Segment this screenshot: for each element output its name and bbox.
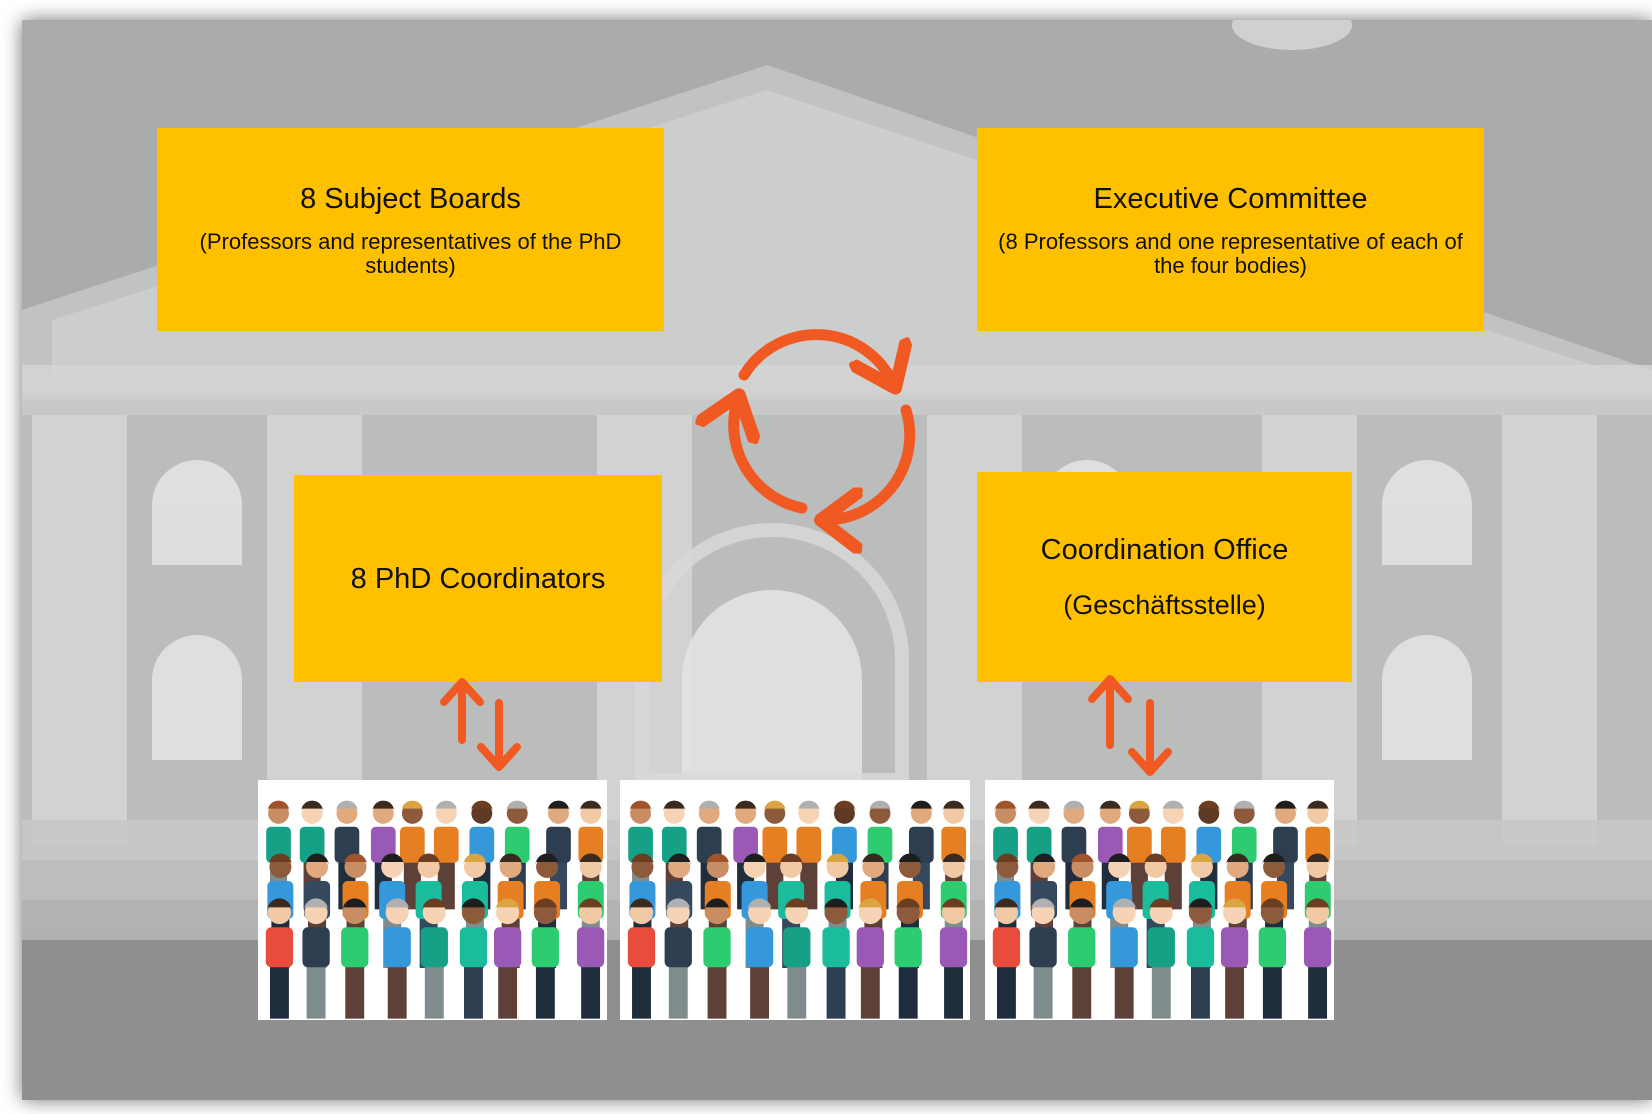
diagram-frame: 8 Subject Boards (Professors and represe… (22, 20, 1652, 1100)
person-figure (1258, 898, 1287, 1019)
person-figure (400, 800, 425, 910)
subject-boards-title: 8 Subject Boards (300, 182, 521, 215)
person-figure (1186, 898, 1215, 1019)
cycle-arrows-icon (734, 329, 916, 520)
person-figure (745, 898, 774, 1019)
person-figure (796, 800, 822, 910)
phd-coordinators-box: 8 PhD Coordinators (294, 475, 662, 682)
subject-boards-box: 8 Subject Boards (Professors and represe… (157, 128, 664, 331)
person-figure (664, 898, 692, 1019)
crowd-illustration (620, 780, 970, 1020)
person-figure (383, 898, 411, 1019)
coordination-office-title: Coordination Office (1040, 534, 1289, 566)
person-figure (1147, 898, 1175, 1019)
person-figure (1110, 898, 1138, 1019)
person-figure (1029, 898, 1057, 1019)
up-down-arrows-icon (1088, 675, 1172, 776)
person-figure (783, 898, 811, 1019)
arrows-layer (440, 329, 1172, 776)
person-figure (493, 898, 522, 1019)
person-figure (1160, 800, 1186, 910)
executive-committee-box: Executive Committee (8 Professors and on… (977, 128, 1484, 331)
coordination-office-box: Coordination Office (Geschäftsstelle) (977, 472, 1352, 682)
executive-committee-subtitle: (8 Professors and one representative of … (998, 228, 1463, 278)
person-figure (703, 898, 731, 1019)
person-figure (992, 898, 1021, 1019)
person-figure (420, 898, 448, 1019)
crowd-illustration (985, 780, 1334, 1020)
person-figure (822, 898, 850, 1019)
person-figure (1303, 898, 1332, 1019)
person-figure (302, 898, 330, 1019)
people-icon (265, 800, 605, 1019)
person-figure (627, 898, 656, 1019)
person-figure (1220, 898, 1249, 1019)
person-figure (459, 898, 488, 1019)
subject-boards-subtitle: (Professors and representatives of the P… (199, 228, 622, 278)
person-figure (433, 800, 459, 910)
person-figure (1068, 898, 1096, 1019)
person-figure (576, 898, 605, 1019)
person-figure (265, 898, 294, 1019)
people-icon (627, 800, 968, 1019)
phd-coordinators-title: 8 PhD Coordinators (350, 562, 606, 595)
up-down-arrows-icon (440, 678, 521, 771)
person-figure (894, 898, 922, 1019)
person-figure (939, 898, 968, 1019)
coordination-office-subtitle: (Geschäftsstelle) (1063, 590, 1266, 620)
people-icon (992, 800, 1332, 1019)
crowd-illustration (258, 780, 607, 1020)
person-figure (531, 898, 560, 1019)
person-figure (856, 898, 884, 1019)
executive-committee-title: Executive Committee (1093, 182, 1368, 215)
person-figure (341, 898, 369, 1019)
